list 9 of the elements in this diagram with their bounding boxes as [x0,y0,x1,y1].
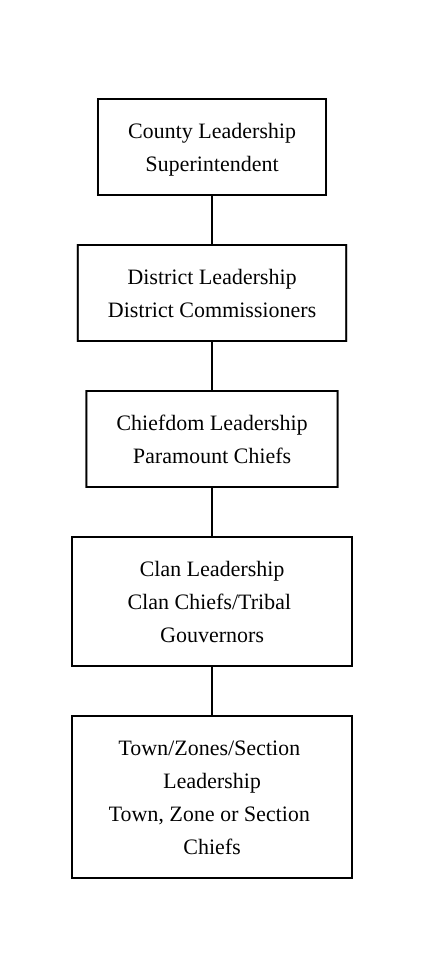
connector [210,486,212,536]
connector [210,194,212,244]
node-box: Chiefdom Leadership Paramount Chiefs [84,390,338,488]
node-box: County Leadership Superintendent [96,98,327,196]
connector [210,666,212,716]
node-box: Clan Leadership Clan Chiefs/Tribal Gouvernors [70,536,352,666]
node-box: Town/Zones/Section Leadership Town, Zone or Section Chiefs [70,714,352,878]
node-box: District Leadership District Commissioners [76,244,347,342]
connector [210,340,212,390]
